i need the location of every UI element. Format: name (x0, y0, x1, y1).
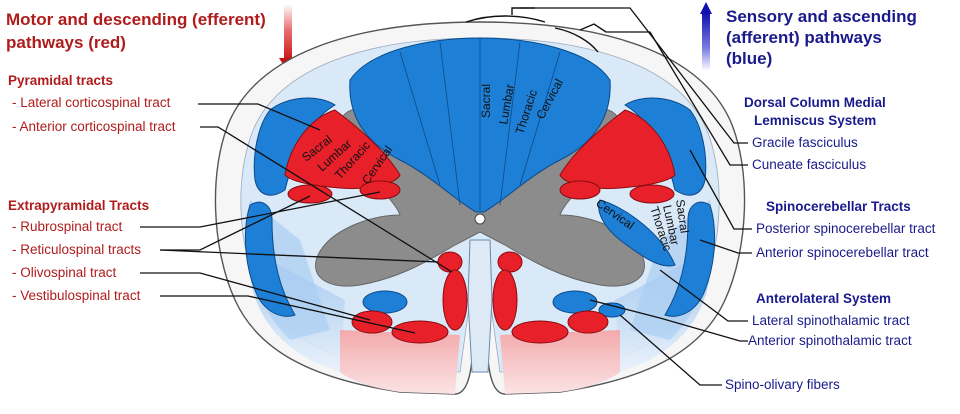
cuneate-fasciculus-label: Cuneate fasciculus (752, 157, 867, 172)
pyramidal-heading: Pyramidal tracts (8, 73, 114, 88)
right-leader-lines (521, 7, 752, 386)
dcml-heading-line1: Dorsal Column Medial (744, 95, 886, 110)
left-lateral-corticospinal (284, 109, 401, 189)
spino-olivary-label: Spino-olivary fibers (725, 377, 840, 392)
left-leader-lines (140, 103, 453, 334)
anterior-spinothalamic-label: Anterior spinothalamic tract (748, 333, 912, 348)
efferent-title-line1: Motor and descending (efferent) (6, 10, 266, 29)
reticulospinal-label: - Reticulospinal tracts (12, 242, 142, 257)
dorsal-column-dividers (399, 38, 561, 210)
right-lateral-corticospinal (559, 109, 676, 189)
dorsal-brackets (465, 7, 607, 53)
afferent-arrow (700, 2, 712, 71)
left-red-tracts (284, 109, 468, 344)
lateral-corticospinal-label: - Lateral corticospinal tract (12, 95, 171, 110)
anterior-spinocerebellar-label: Anterior spinocerebellar tract (756, 245, 929, 260)
anterolateral-heading: Anterolateral System (756, 291, 892, 306)
anterior-corticospinal-label: - Anterior corticospinal tract (12, 119, 176, 134)
right-red-tracts (492, 109, 676, 344)
posterior-spinocerebellar-label: Posterior spinocerebellar tract (756, 221, 936, 236)
olivospinal-label: - Olivospinal tract (12, 265, 117, 280)
extrapyramidal-heading: Extrapyramidal Tracts (8, 198, 150, 213)
rubrospinal-label: - Rubrospinal tract (12, 219, 123, 234)
dc-seg-sacral: Sacral (479, 84, 493, 118)
efferent-title-line2: pathways (red) (6, 33, 126, 52)
anterior-median-fissure (467, 239, 493, 373)
st-seg-sacral: Sacral (673, 198, 692, 234)
dc-seg-lumbar: Lumbar (496, 83, 517, 126)
spinocerebellar-heading: Spinocerebellar Tracts (766, 199, 911, 214)
afferent-title-line1: Sensory and ascending (726, 7, 917, 26)
vestibulospinal-label: - Vestibulospinal tract (12, 288, 141, 303)
gracile-fasciculus-label: Gracile fasciculus (752, 135, 858, 150)
lateral-spinothalamic-label: Lateral spinothalamic tract (752, 313, 910, 328)
central-canal (474, 213, 486, 225)
afferent-title-line3: (blue) (726, 49, 773, 68)
afferent-title-line2: (afferent) pathways (726, 28, 882, 47)
dcml-heading-line2: Lemniscus System (754, 113, 877, 128)
